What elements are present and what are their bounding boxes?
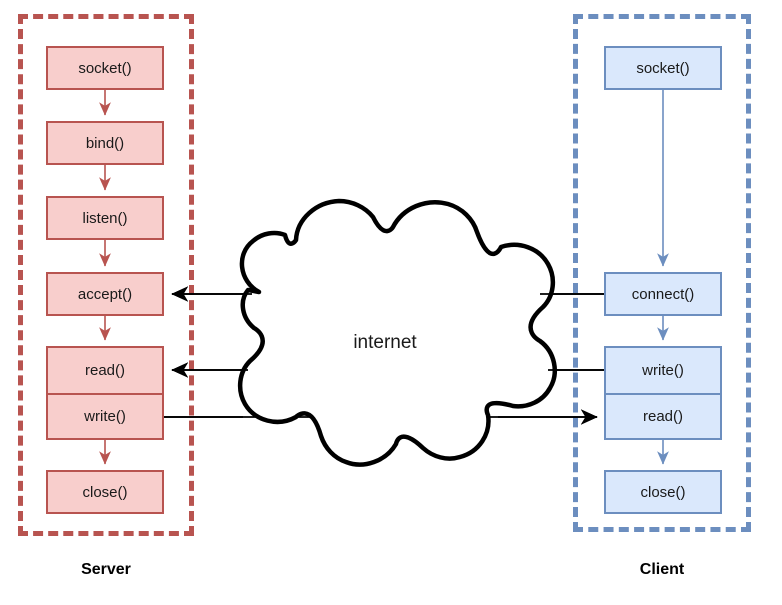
node-client-read[interactable]: read(): [606, 393, 720, 438]
node-server-read[interactable]: read(): [48, 348, 162, 393]
network-link-lines: [164, 286, 604, 425]
node-client-socket[interactable]: socket(): [604, 46, 722, 90]
client-group-panel: [573, 14, 751, 532]
network-link-stubs: [164, 286, 604, 425]
node-label: socket(): [636, 59, 690, 77]
node-client-close[interactable]: close(): [604, 470, 722, 514]
node-label: accept(): [77, 285, 133, 303]
node-server-listen[interactable]: listen(): [46, 196, 164, 240]
node-label: read(): [84, 362, 125, 379]
node-label: listen(): [82, 209, 128, 227]
server-group-panel: [18, 14, 194, 536]
node-server-close[interactable]: close(): [46, 470, 164, 514]
node-label: read(): [642, 408, 683, 425]
node-server-socket[interactable]: socket(): [46, 46, 164, 90]
node-client-connect[interactable]: connect(): [604, 272, 722, 316]
node-label: socket(): [78, 59, 132, 77]
node-label: write(): [642, 362, 684, 379]
node-server-write[interactable]: write(): [48, 393, 162, 438]
node-server-read-write[interactable]: read() write(): [46, 346, 164, 440]
node-label: bind(): [85, 134, 125, 152]
node-client-write[interactable]: write(): [606, 348, 720, 393]
node-client-write-read[interactable]: write() read(): [604, 346, 722, 440]
node-server-bind[interactable]: bind(): [46, 121, 164, 165]
node-server-accept[interactable]: accept(): [46, 272, 164, 316]
network-label: internet: [353, 332, 417, 353]
node-label: close(): [640, 483, 686, 501]
client-caption: Client: [639, 561, 685, 578]
node-label: connect(): [631, 285, 695, 303]
node-label: close(): [82, 483, 128, 501]
server-caption: Server: [81, 561, 131, 578]
node-label: write(): [84, 408, 126, 425]
